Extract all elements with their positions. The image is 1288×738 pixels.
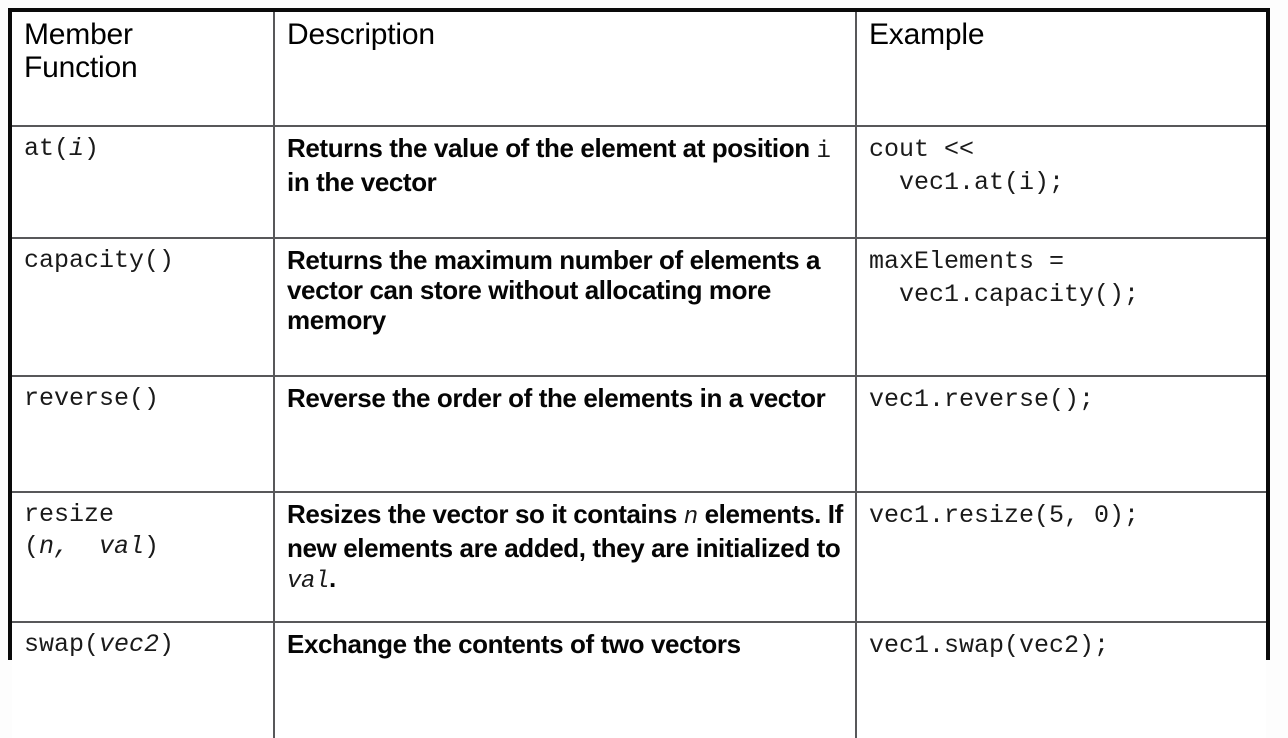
description-resize: Resizes the vector so it contains n elem… (274, 492, 857, 623)
example-capacity: maxElements = vec1.capacity(); (856, 238, 1266, 377)
desc-inline-code-val: val (287, 568, 330, 595)
member-function-name-swap: swap(vec2) (12, 622, 275, 738)
desc-text-pre: Returns the value of the element at posi… (287, 133, 817, 163)
fn-name-tail: ) (144, 532, 160, 561)
desc-text-pre: Resizes the vector so it contains (287, 499, 684, 529)
fn-name-plain: at( (24, 134, 70, 163)
fn-param-italic: vec2 (99, 630, 160, 659)
description-at: Returns the value of the element at posi… (274, 126, 857, 239)
desc-text-post: . (329, 563, 336, 593)
fn-name-tail: ) (84, 134, 100, 163)
desc-text-pre: Returns the maximum number of elements a… (287, 245, 821, 335)
member-function-table: Member Function Description Example at(i… (12, 12, 1266, 738)
desc-text-post: in the vector (287, 167, 437, 197)
column-header-description: Description (274, 12, 857, 127)
fn-name-plain: swap( (24, 630, 100, 659)
description-capacity: Returns the maximum number of elements a… (274, 238, 857, 377)
example-at: cout << vec1.at(i); (856, 126, 1266, 239)
member-function-name-resize: resize (n, val) (12, 492, 275, 623)
description-reverse: Reverse the order of the elements in a v… (274, 376, 857, 493)
table-row-resize: resize (n, val) Resizes the vector so it… (12, 492, 1266, 623)
member-function-name-at: at(i) (12, 126, 275, 239)
fn-name-plain: resize ( (24, 500, 115, 561)
fn-param-italic: i (69, 134, 85, 163)
desc-text-pre: Exchange the contents of two vectors (287, 629, 741, 659)
column-header-member-function: Member Function (12, 12, 275, 127)
fn-name-plain: reverse() (24, 384, 160, 413)
example-reverse: vec1.reverse(); (856, 376, 1266, 493)
table-header-row: Member Function Description Example (12, 12, 1266, 127)
table-row-at: at(i) Returns the value of the element a… (12, 126, 1266, 239)
description-swap: Exchange the contents of two vectors (274, 622, 857, 738)
column-header-example: Example (856, 12, 1266, 127)
example-swap: vec1.swap(vec2); (856, 622, 1266, 738)
table-row-reverse: reverse() Reverse the order of the eleme… (12, 376, 1266, 493)
table-row-swap: swap(vec2) Exchange the contents of two … (12, 622, 1266, 738)
fn-name-tail: ) (159, 630, 175, 659)
fn-param-italic: n, val (39, 532, 145, 561)
table-row-capacity: capacity() Returns the maximum number of… (12, 238, 1266, 377)
member-function-name-reverse: reverse() (12, 376, 275, 493)
desc-inline-code-n: n (683, 504, 698, 531)
fn-name-plain: capacity() (24, 246, 175, 275)
example-resize: vec1.resize(5, 0); (856, 492, 1266, 623)
member-function-name-capacity: capacity() (12, 238, 275, 377)
member-function-table-container: Member Function Description Example at(i… (8, 8, 1270, 738)
desc-inline-code: i (816, 138, 831, 165)
desc-text-mid: elements. If new elements are added, the… (287, 499, 843, 563)
desc-text-pre: Reverse the order of the elements in a v… (287, 383, 826, 413)
